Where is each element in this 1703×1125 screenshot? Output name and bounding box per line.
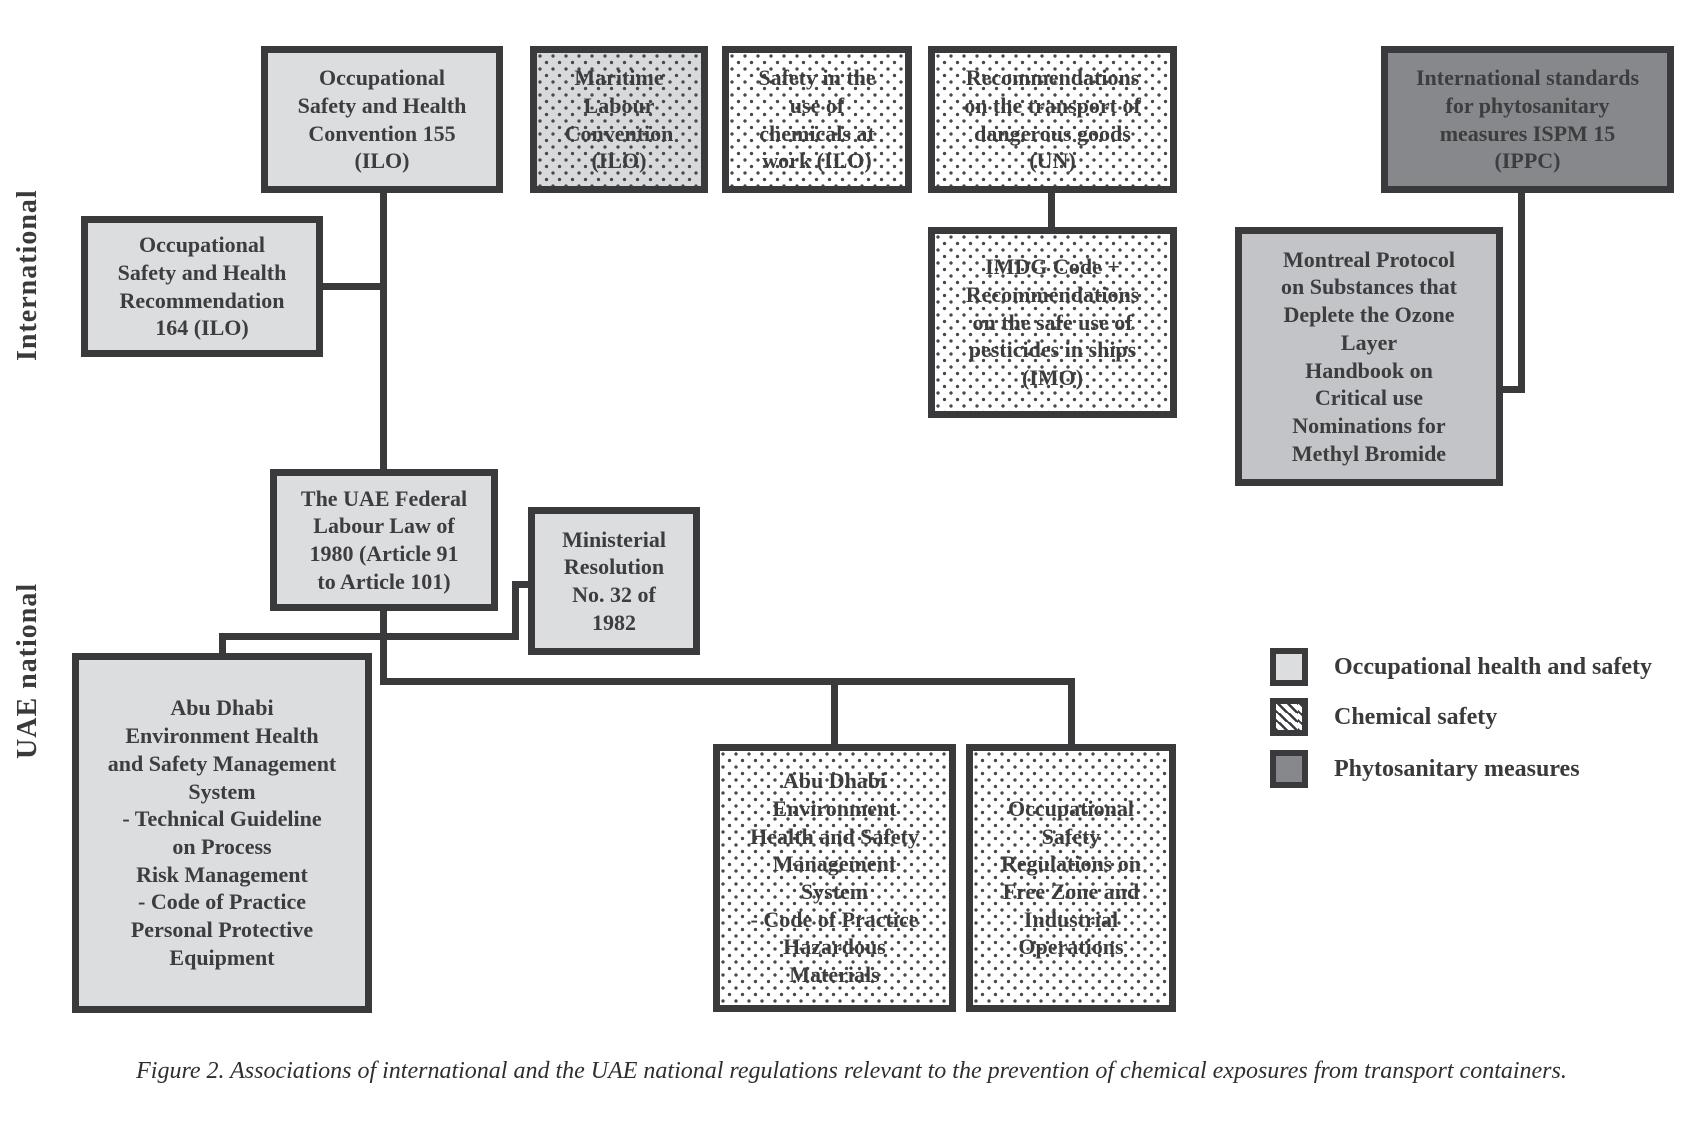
connector-drop-to-adehsms-main xyxy=(219,636,226,660)
box-montreal-protocol: Montreal Protocol on Substances that Dep… xyxy=(1235,227,1503,486)
box-osh-regulations-free-zone: Occupational Safety Regulations on Free … xyxy=(966,744,1176,1012)
box-label: International standards for phytosanitar… xyxy=(1415,65,1640,174)
box-ippc-ispm15: International standards for phytosanitar… xyxy=(1381,46,1674,193)
figure-caption: Figure 2. Associations of international … xyxy=(136,1058,1567,1084)
box-label: Maritime Labour Convention (ILO) xyxy=(564,65,674,174)
legend-swatch-dark-gray xyxy=(1270,750,1308,788)
box-uae-federal-labour-law: The UAE Federal Labour Law of 1980 (Arti… xyxy=(270,469,498,611)
box-label: Occupational Safety Regulations on Free … xyxy=(1001,795,1141,960)
box-ministerial-resolution-32: Ministerial Resolution No. 32 of 1982 xyxy=(528,507,700,655)
connector-ministerial-riser xyxy=(512,581,519,640)
connector-drop-to-adehsms-hazmat xyxy=(831,680,838,748)
legend-swatch-light-gray xyxy=(1270,648,1308,686)
legend-label: Phytosanitary measures xyxy=(1334,755,1580,782)
legend-item-phytosanitary-measures: Phytosanitary measures xyxy=(1270,750,1580,788)
section-label-uae-national: UAE national xyxy=(12,582,43,760)
box-label: IMDG Code + Recommendations on the safe … xyxy=(965,254,1140,391)
box-label: Recommendations on the transport of dang… xyxy=(964,65,1141,174)
box-ad-ehsms-hazardous-materials: Abu Dhabi Environment Health and Safety … xyxy=(713,744,956,1012)
connector-ippc-to-montreal xyxy=(1499,386,1525,393)
box-label: Occupational Safety and Health Recommend… xyxy=(117,232,287,341)
connector-conv155-to-labourlaw xyxy=(380,191,387,473)
legend-item-occupational-health-safety: Occupational health and safety xyxy=(1270,648,1652,686)
connector-rec164-branch xyxy=(321,283,387,290)
legend-swatch-hatched xyxy=(1270,698,1308,736)
connector-unrec-to-imdg xyxy=(1048,191,1055,231)
section-label-international: International xyxy=(12,189,43,361)
box-safety-use-chemicals-work: Safety in the use of chemicals at work (… xyxy=(722,46,912,193)
box-label: The UAE Federal Labour Law of 1980 (Arti… xyxy=(300,485,468,594)
box-osh-convention-155: Occupational Safety and Health Conventio… xyxy=(261,46,503,193)
legend-label: Occupational health and safety xyxy=(1334,653,1653,680)
connector-ministerial-stub xyxy=(512,581,534,588)
connector-long-horizontal xyxy=(380,678,1075,685)
box-osh-recommendation-164: Occupational Safety and Health Recommend… xyxy=(81,216,323,357)
box-label: Ministerial Resolution No. 32 of 1982 xyxy=(562,526,666,635)
box-label: Abu Dhabi Environment Health and Safety … xyxy=(750,768,919,988)
connector-ippc-vertical xyxy=(1518,191,1525,393)
box-imdg-code-imo: IMDG Code + Recommendations on the safe … xyxy=(928,227,1177,418)
legend-label: Chemical safety xyxy=(1334,703,1498,730)
box-ad-ehsms-main: Abu Dhabi Environment Health and Safety … xyxy=(72,653,372,1013)
connector-labourlaw-down xyxy=(380,609,387,685)
box-un-transport-dangerous-goods: Recommendations on the transport of dang… xyxy=(928,46,1177,193)
box-label: Occupational Safety and Health Conventio… xyxy=(297,65,467,174)
connector-branch-horizontal xyxy=(219,633,519,640)
box-label: Abu Dhabi Environment Health and Safety … xyxy=(107,695,337,970)
box-label: Safety in the use of chemicals at work (… xyxy=(758,65,876,174)
box-label: Montreal Protocol on Substances that Dep… xyxy=(1280,246,1458,466)
box-maritime-labour-convention: Maritime Labour Convention (ILO) xyxy=(530,46,708,193)
connector-drop-to-freezone xyxy=(1068,678,1075,748)
legend-item-chemical-safety: Chemical safety xyxy=(1270,698,1497,736)
